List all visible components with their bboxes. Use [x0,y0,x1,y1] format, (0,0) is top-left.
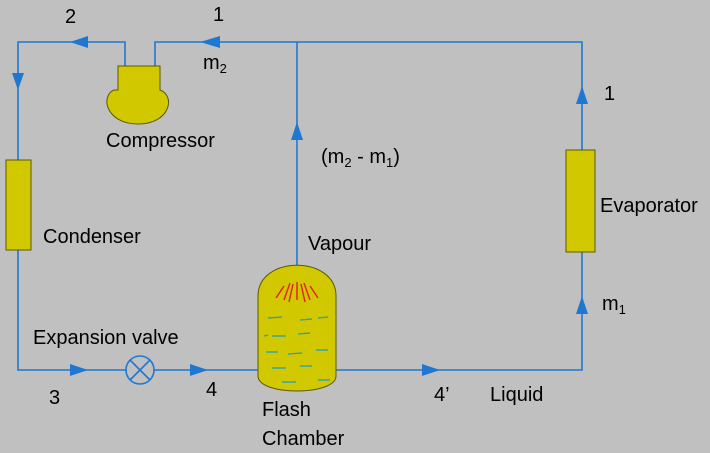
vapour-rays [275,282,319,303]
state-point-4: 4 [206,379,218,401]
state-point-1-top: 1 [213,4,225,26]
condenser-shape [5,159,32,251]
compressor-label: Compressor [106,130,215,152]
pipework [17,41,583,371]
vapour-label: Vapour [308,233,372,255]
arrow-evaporator-out-up [576,86,588,104]
arrow-condenser-down [12,73,24,90]
expansion-valve-label: Expansion valve [33,327,179,349]
liquid-marks [263,316,330,383]
arrow-evaporator-in-up [576,296,588,314]
pipe-flash-chamber-to-evaporator [336,252,583,371]
arrow-valve-right [190,364,208,376]
state-point-1-right: 1 [604,83,616,105]
arrow-top-inlet [200,36,220,48]
arrow-top-outlet [70,36,88,48]
pipe-condenser-to-valve [17,250,126,371]
liquid-label: Liquid [490,384,544,406]
flow-label-m2-minus-m1: (m2 - m1) [321,146,400,170]
flash-chamber-label-line1: Flash [262,399,311,421]
evaporator-shape [565,149,596,253]
flash-chamber-label-line2: Chamber [262,428,345,450]
arrow-vapour-up [291,122,303,140]
flow-label-m2: m2 [203,52,227,76]
arrow-bottom-left-right [70,364,88,376]
compressor-shape [106,65,170,125]
flow-label-m1: m1 [602,293,626,317]
arrow-liquid-right [422,364,440,376]
flow-arrows [12,36,588,376]
state-point-2: 2 [65,6,77,28]
state-point-4-prime: 4’ [434,384,450,406]
state-point-3: 3 [49,387,61,409]
expansion-valve-symbol [125,355,155,385]
evaporator-label: Evaporator [600,195,698,217]
condenser-label: Condenser [43,226,141,248]
